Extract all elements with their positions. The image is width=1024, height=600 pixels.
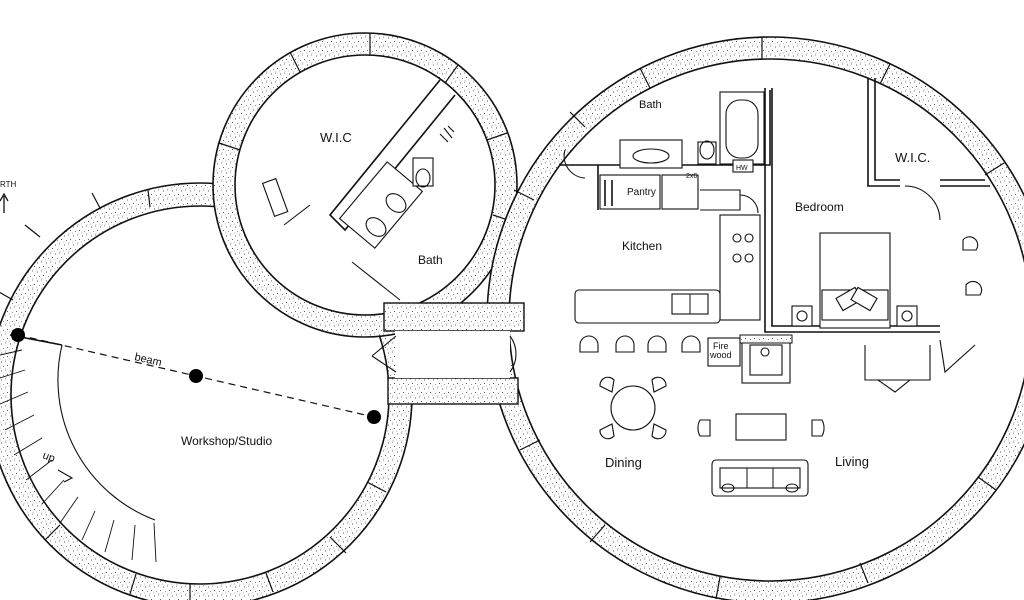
label-pantry: Pantry bbox=[627, 187, 656, 198]
label-dining: Dining bbox=[605, 455, 642, 470]
stove bbox=[707, 334, 793, 384]
entry-connector bbox=[371, 302, 525, 405]
wic-left-partition bbox=[261, 79, 456, 301]
beam-line bbox=[11, 328, 381, 424]
label-firewood-1: Fire bbox=[713, 341, 729, 351]
label-hw: HW bbox=[736, 165, 748, 172]
label-kitchen: Kitchen bbox=[622, 239, 662, 253]
north-arrow-icon bbox=[0, 192, 9, 213]
bar-stools bbox=[579, 335, 701, 353]
staircase bbox=[0, 334, 157, 563]
label-bath-left: Bath bbox=[418, 253, 443, 267]
label-bath-right: Bath bbox=[639, 99, 662, 111]
label-wic-left: W.I.C bbox=[320, 130, 352, 145]
label-firewood-2: wood bbox=[709, 350, 732, 360]
living-furniture bbox=[697, 413, 825, 497]
kitchen-walls bbox=[574, 174, 761, 324]
label-bedroom: Bedroom bbox=[795, 200, 844, 214]
dining-table bbox=[599, 376, 667, 440]
beam-post-1 bbox=[11, 328, 25, 342]
bath-dome bbox=[212, 32, 518, 338]
bath-right-walls bbox=[560, 90, 771, 210]
bed bbox=[791, 232, 983, 329]
beam-post-2 bbox=[189, 369, 203, 383]
label-workshop: Workshop/Studio bbox=[181, 434, 272, 448]
beam-post-3 bbox=[367, 410, 381, 424]
label-stud: 2x6 bbox=[686, 173, 697, 180]
label-wic-right: W.I.C. bbox=[895, 150, 930, 165]
bath-left-fixtures bbox=[338, 125, 455, 249]
label-stair-up: up bbox=[41, 450, 57, 465]
label-living: Living bbox=[835, 454, 869, 469]
compass-label: RTH bbox=[0, 180, 17, 189]
